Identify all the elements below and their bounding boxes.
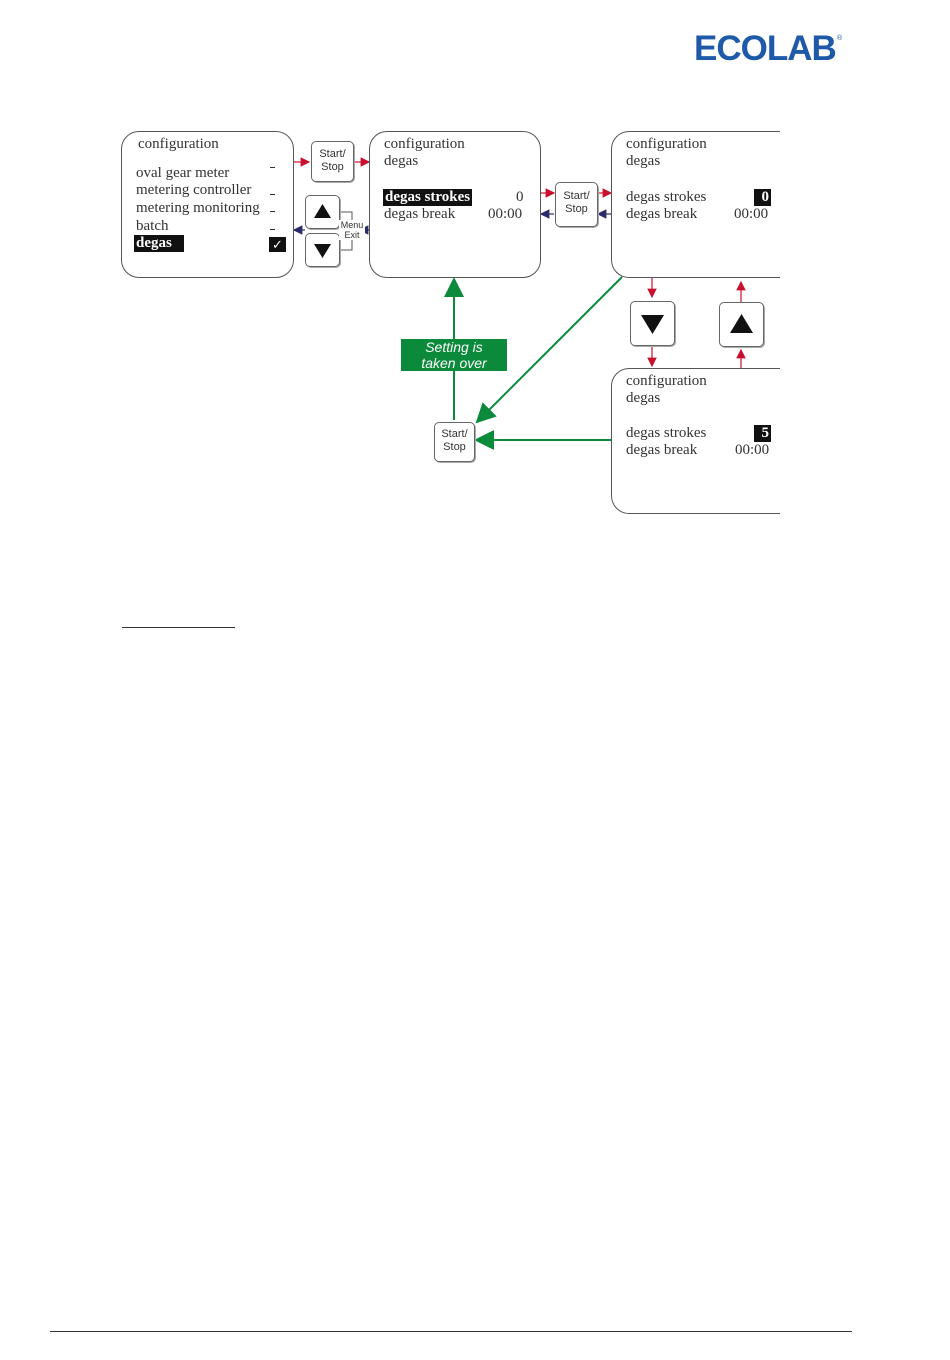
footer-rule xyxy=(50,1331,852,1332)
degas-strokes-selected: degas strokes xyxy=(383,189,472,206)
triangle-up-icon xyxy=(314,204,331,218)
svg-text:®: ® xyxy=(837,34,843,42)
screen-configuration-list: configuration oval gear meter metering c… xyxy=(121,131,294,278)
dash-4 xyxy=(270,229,275,230)
menu-item-metering-monitoring: metering monitoring xyxy=(136,200,260,216)
up-button-large[interactable] xyxy=(719,302,764,347)
screen-degas-edited: configuration degas degas strokes 5 dega… xyxy=(611,368,780,514)
degas-strokes-label: degas strokes xyxy=(626,425,707,441)
checkmark-icon: ✓ xyxy=(269,237,286,252)
screen4-subtitle: degas xyxy=(626,390,661,406)
menu-exit-label: Menu Exit xyxy=(339,220,365,240)
menu-item-metering-controller: metering controller xyxy=(136,182,252,198)
screen-degas-select: configuration degas degas strokes 0 dega… xyxy=(369,131,541,278)
degas-strokes-edit-value: 5 xyxy=(754,425,771,442)
degas-break-label: degas break xyxy=(626,206,698,222)
screen1-title: configuration xyxy=(138,136,219,152)
menu-item-oval-gear-meter: oval gear meter xyxy=(136,165,230,181)
degas-break-value: 00:00 xyxy=(735,442,770,458)
screen3-subtitle: degas xyxy=(626,153,661,169)
start-stop-button-1[interactable]: Start/ Stop xyxy=(311,141,354,182)
degas-strokes-edit-value: 0 xyxy=(754,189,771,206)
setting-taken-over-label: Setting is taken over xyxy=(401,339,507,371)
triangle-down-icon xyxy=(314,244,331,258)
down-button[interactable] xyxy=(305,233,340,267)
dash-3 xyxy=(270,211,275,212)
screen3-title: configuration xyxy=(626,136,707,152)
degas-break-label: degas break xyxy=(626,442,698,458)
ecolab-logo: ECOLAB ® xyxy=(694,30,843,64)
heading-underline xyxy=(122,627,235,628)
screen2-subtitle: degas xyxy=(384,153,419,169)
start-stop-button-3[interactable]: Start/ Stop xyxy=(434,422,475,462)
dash-2 xyxy=(270,194,275,195)
arrow-s3-to-startstop3 xyxy=(475,276,623,424)
degas-break-value: 00:00 xyxy=(734,206,769,222)
dash-1 xyxy=(270,167,275,168)
up-button[interactable] xyxy=(305,195,340,229)
degas-strokes-label: degas strokes xyxy=(626,189,707,205)
screen4-title: configuration xyxy=(626,373,707,389)
menu-item-batch: batch xyxy=(136,218,169,234)
down-button-large[interactable] xyxy=(630,301,675,346)
screen2-title: configuration xyxy=(384,136,465,152)
degas-strokes-value: 0 xyxy=(516,189,524,205)
triangle-up-icon xyxy=(730,314,753,333)
menu-item-degas-selected: degas xyxy=(134,235,184,252)
degas-break-label: degas break xyxy=(384,206,456,222)
svg-text:ECOLAB: ECOLAB xyxy=(694,30,836,64)
degas-break-value: 00:00 xyxy=(488,206,523,222)
triangle-down-icon xyxy=(641,315,664,334)
screen-degas-edit: configuration degas degas strokes 0 dega… xyxy=(611,131,780,278)
start-stop-button-2[interactable]: Start/ Stop xyxy=(555,182,598,227)
